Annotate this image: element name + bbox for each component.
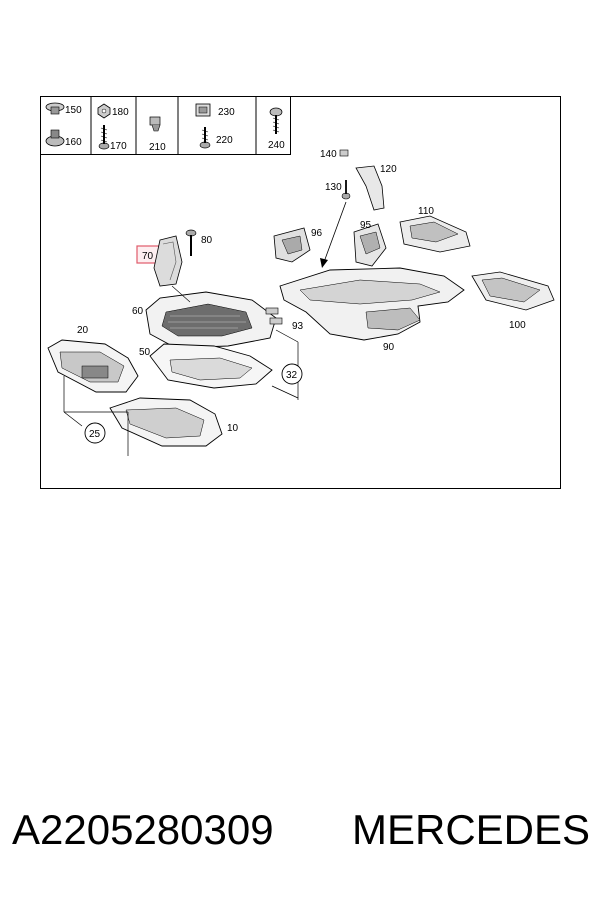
nut-180-icon	[97, 103, 111, 119]
callout-120: 120	[380, 164, 397, 175]
bracket-96	[273, 227, 311, 263]
callout-circle-32	[281, 363, 303, 385]
legend-label-210: 210	[149, 142, 166, 153]
legend-label-230: 230	[218, 107, 235, 118]
callout-130: 130	[325, 182, 342, 193]
callout-circle-25	[84, 422, 106, 444]
callout-90: 90	[383, 342, 395, 353]
callout-10: 10	[227, 423, 239, 434]
underbody-panel-10	[109, 397, 223, 447]
callout-50: 50	[139, 347, 151, 358]
legend-label-180: 180	[112, 107, 129, 118]
air-duct-70	[153, 235, 183, 287]
group-bracket-25	[63, 376, 129, 456]
callout-93: 93	[292, 321, 304, 332]
clip-160-icon	[45, 129, 65, 147]
callout-60: 60	[132, 306, 144, 317]
callout-95: 95	[360, 220, 372, 231]
underbody-panel-50	[149, 343, 273, 389]
callout-100: 100	[509, 320, 526, 331]
underbody-panel-100	[471, 271, 555, 311]
hanger-120	[355, 165, 385, 211]
product-caption: A2205280309 MERCEDES	[0, 800, 600, 870]
fastener-legend: 150 160 180 170 210 230	[40, 96, 291, 155]
arrow-head-icon	[320, 258, 328, 268]
leader-70	[171, 285, 191, 303]
callout-25: 25	[89, 429, 101, 440]
legend-label-150: 150	[65, 105, 82, 116]
callout-32: 32	[286, 370, 298, 381]
legend-label-240: 240	[268, 140, 285, 151]
diagram-frame	[40, 96, 561, 489]
part-number: A2205280309	[12, 806, 274, 853]
bolt-130-icon	[341, 180, 351, 200]
legend-label-220: 220	[216, 135, 233, 146]
leader-130	[323, 201, 347, 263]
underbody-panel-60	[145, 291, 277, 349]
underbody-panel-90	[279, 267, 465, 341]
bracket-95	[353, 223, 387, 267]
bracket-110	[399, 215, 471, 253]
spacer-93-icon	[265, 307, 283, 325]
legend-label-170: 170	[110, 141, 127, 152]
callout-110: 110	[418, 206, 434, 217]
underbody-panel-20	[47, 339, 139, 393]
callout-96: 96	[311, 228, 323, 239]
legend-label-160: 160	[65, 137, 82, 148]
screw-240-icon	[269, 107, 283, 134]
callout-70: 70	[142, 251, 154, 262]
screw-170-icon	[98, 125, 110, 150]
callout-80: 80	[201, 235, 213, 246]
callout-20: 20	[77, 325, 89, 336]
callout-140: 140	[320, 149, 337, 160]
screw-220-icon	[199, 127, 211, 149]
clip-nut-230-icon	[195, 103, 211, 117]
bolt-80-icon	[185, 229, 197, 256]
clip-210-icon	[149, 116, 161, 132]
clip-140-icon	[339, 149, 349, 157]
clip-150-icon	[45, 102, 65, 115]
brand-name: MERCEDES	[352, 806, 591, 853]
